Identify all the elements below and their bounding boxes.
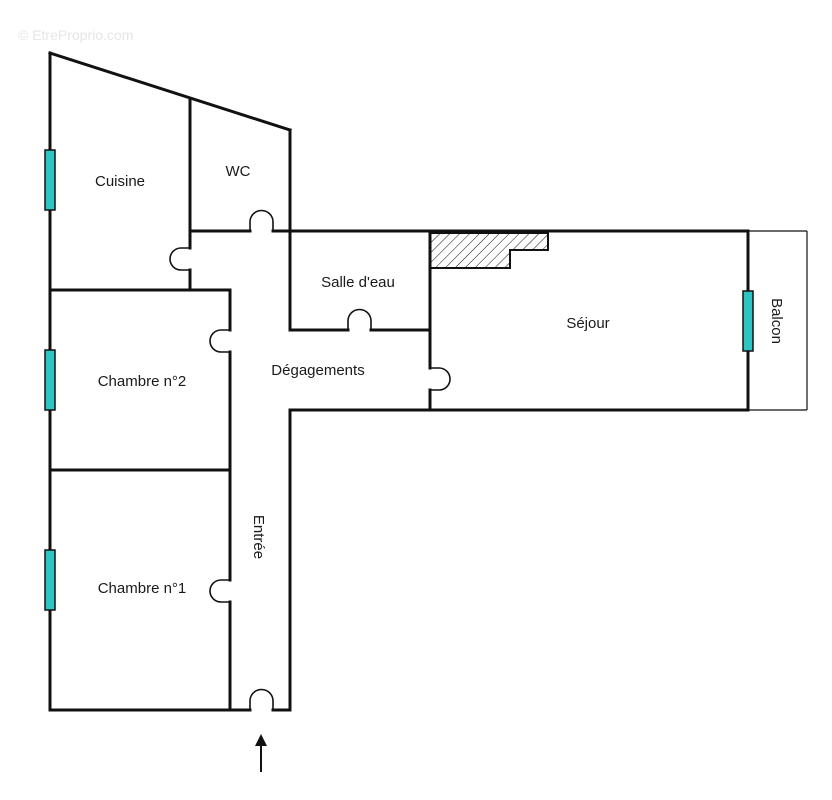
door-sejour: [430, 367, 451, 391]
door-wc: [249, 209, 274, 231]
door-cuisine: [169, 247, 190, 271]
walls: [48, 51, 750, 712]
door-entree: [249, 688, 274, 710]
balcony-outline: [748, 230, 808, 411]
up-arrow-icon: [255, 734, 267, 772]
door-chambre2: [209, 329, 230, 353]
window-chambre2: [44, 349, 56, 411]
watermark: © EtreProprio.com: [18, 27, 133, 43]
hatched-duct: [429, 232, 549, 269]
label-sejour: Séjour: [566, 315, 609, 332]
window-cuisine: [44, 149, 56, 211]
label-chambre2: Chambre n°2: [98, 373, 187, 390]
label-degagements: Dégagements: [271, 362, 364, 379]
label-entree: Entrée: [250, 515, 267, 559]
label-cuisine: Cuisine: [95, 173, 145, 190]
label-balcon: Balcon: [768, 298, 785, 344]
door-salle-eau: [347, 308, 372, 330]
label-salle-eau: Salle d'eau: [321, 274, 395, 291]
windows: [44, 149, 754, 611]
label-wc: WC: [226, 163, 251, 180]
window-sejour: [742, 290, 754, 352]
doors: [169, 209, 451, 710]
door-chambre1: [209, 579, 230, 603]
window-chambre1: [44, 549, 56, 611]
label-chambre1: Chambre n°1: [98, 580, 187, 597]
